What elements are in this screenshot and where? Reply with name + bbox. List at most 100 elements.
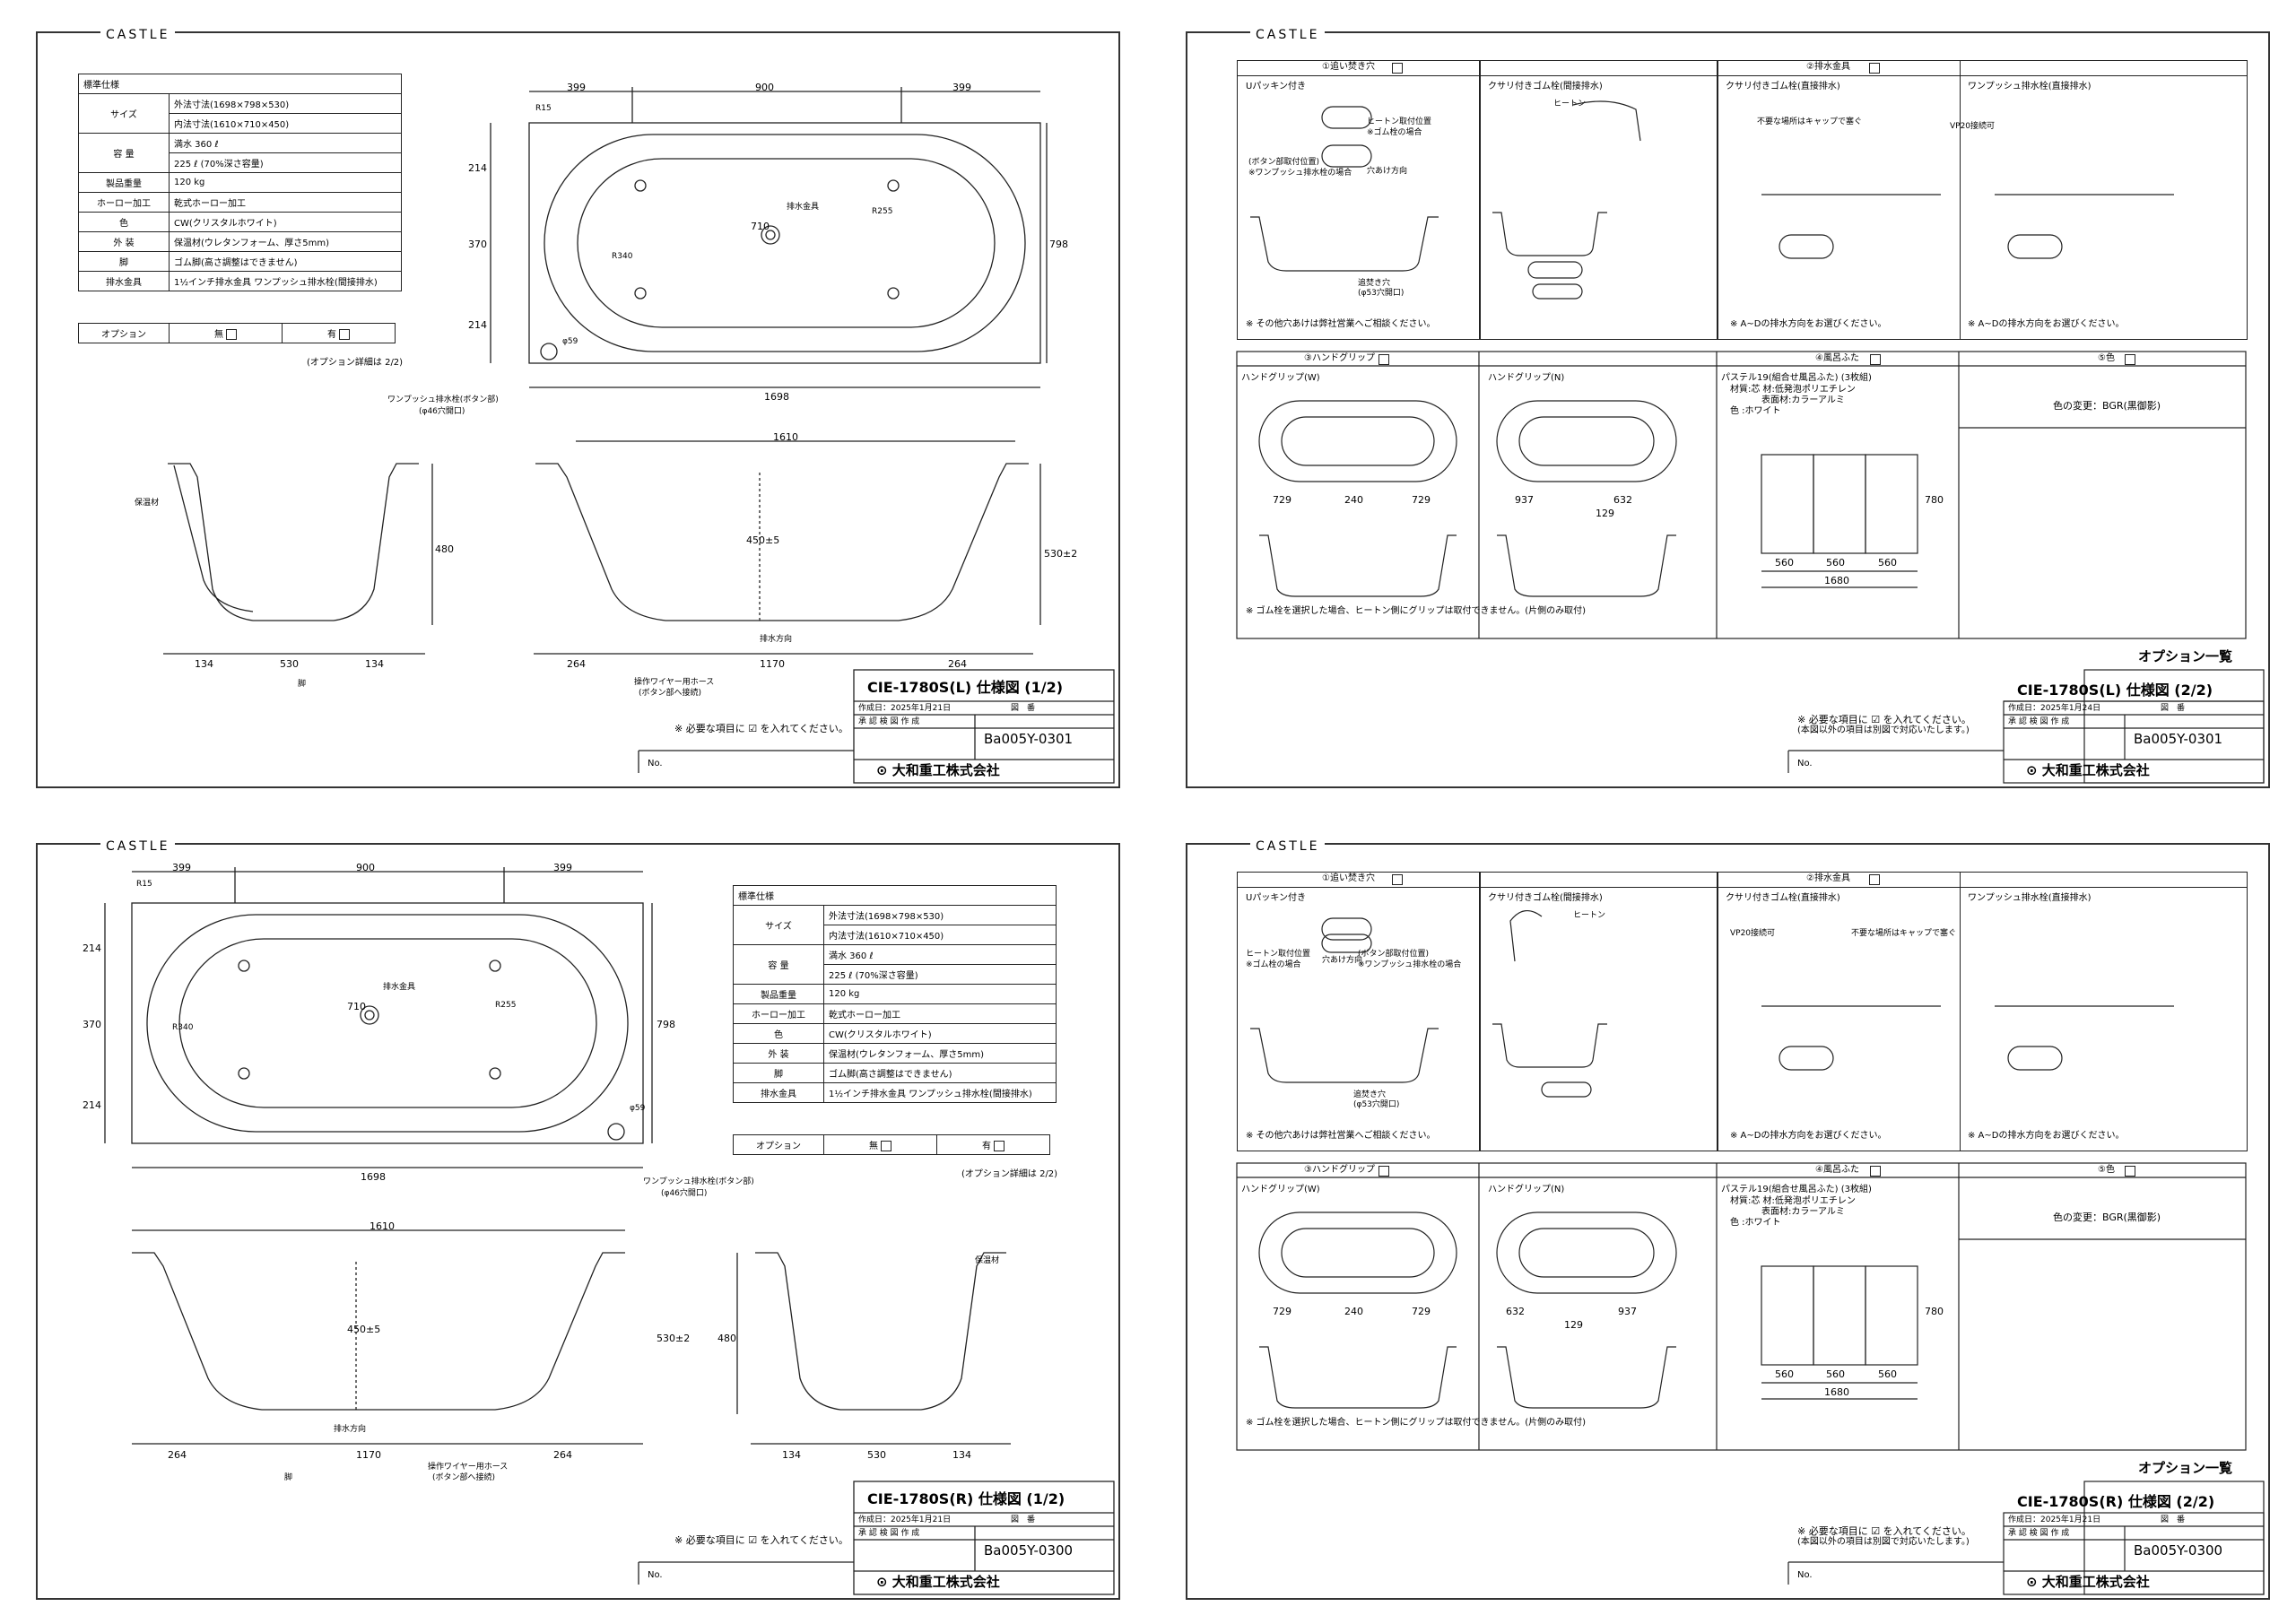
checkbox-icon[interactable] [1870,354,1881,365]
grip-240: 240 [1344,1306,1363,1317]
wire-hose-note: (ボタン部へ接続) [639,689,702,698]
phi59-label: φ59 [562,337,578,346]
checkbox-icon[interactable] [1378,354,1389,365]
checkbox-icon[interactable] [1869,63,1880,74]
drawing-code: Ba005Y-0300 [2134,1542,2223,1559]
ad-note-b: ※ A~Dの排水方向をお選びください。 [1968,1131,2125,1141]
r340-label: R340 [172,1023,194,1032]
button-pos: (ボタン部取付位置) [1358,950,1430,959]
checkbox-icon[interactable] [2125,354,2135,365]
dim-370: 370 [83,1019,101,1030]
color-change: 色の変更：BGR(黒御影) [2053,1211,2161,1223]
check-note2: (本図以外の項目は別図で対応いたします。) [1797,1537,1970,1547]
option-note: (オプション詳細は 2/2) [961,1169,1058,1179]
dim-1610: 1610 [773,431,798,443]
spec-label: 容 量 [78,133,170,173]
spec-table: 標準仕様 サイズ外法寸法(1698×798×530) 内法寸法(1610×710… [78,74,402,291]
wire-hose-note: (ボタン部へ接続) [432,1473,496,1482]
dim-480: 480 [718,1333,736,1344]
grip-note: ※ ゴム栓を選択した場合、ヒートン側にグリップは取付できません。(片側のみ取付) [1246,606,1587,616]
chain-stopper-direct: クサリ付きゴム栓(直接排水) [1726,893,1840,903]
roles-label: 承 認 検 図 作 成 [2008,717,2070,726]
sheet-date: 作成日：2025年1月21日 [858,1515,952,1524]
option-list: オプション一覧 [2138,1460,2233,1476]
one-push-label: ワンプッシュ排水栓(ボタン部) [643,1177,754,1186]
lid-1680: 1680 [1824,1386,1849,1398]
checkbox-icon[interactable] [1392,63,1403,74]
no-label: No. [1797,1570,1813,1580]
lid-surf: 表面材:カラーアルミ [1761,395,1845,405]
spec-value: 1½インチ排水金具 ワンプッシュ排水栓(間接排水) [823,1082,1057,1103]
grip-note: ※ ゴム栓を選択した場合、ヒートン側にグリップは取付できません。(片側のみ取付) [1246,1418,1587,1428]
drawing-l-1 [163,87,1115,784]
option-yes[interactable]: 有 [936,1134,1050,1155]
grip-n-tub [1496,400,1677,482]
dim-264b: 264 [948,658,967,670]
checkbox-icon[interactable] [994,1141,1004,1151]
lid-560c: 560 [1878,557,1897,569]
lid-780: 780 [1925,1306,1944,1317]
check-note: ※ 必要な項目に ☑ を入れてください。 [674,1534,848,1546]
no-label: No. [648,759,663,769]
checkbox-icon[interactable] [1869,874,1880,885]
checkbox-icon[interactable] [1392,874,1403,885]
zuban-label: 図 番 [2161,704,2186,713]
dim-399b: 399 [952,82,971,93]
dim-264: 264 [567,658,586,670]
drain-dir: 排水方向 [334,1425,367,1434]
dim-399: 399 [567,82,586,93]
option-note: (オプション詳細は 2/2) [307,358,404,368]
grip-729: 729 [1273,494,1292,506]
dim-798: 798 [657,1019,675,1030]
lid-color: 色 :ホワイト [1730,1218,1781,1228]
spec-table: 標準仕様 サイズ外法寸法(1698×798×530) 内法寸法(1610×710… [733,885,1057,1103]
dim-450: 450±5 [746,534,780,546]
drawing-sheet-r-1: CASTLE 標準仕様 サイズ外法寸法(1698×798×530) 内法寸法(1… [36,839,1120,1600]
dim-214b: 214 [468,319,487,331]
option-table: オプション 無 有 [733,1134,1050,1155]
checkbox-icon[interactable] [881,1141,891,1151]
top-view-outline [528,122,1041,364]
dim-530: 530±2 [657,1333,691,1344]
sheet-date: 作成日：2025年1月21日 [2008,1515,2101,1524]
dim-134b: 134 [365,658,384,670]
section-title-3: ③ハンドグリップ [1304,1165,1375,1175]
option-yes[interactable]: 有 [282,323,396,343]
no-label: No. [1797,759,1813,769]
checkbox-icon[interactable] [2125,1166,2135,1177]
dim-399: 399 [172,862,191,873]
castle-logo: CASTLE [100,839,176,854]
hole-pos: 穴あけ方向 [1322,956,1363,965]
spec-label: サイズ [78,93,170,134]
ad-note-b: ※ A~Dの排水方向をお選びください。 [1968,319,2125,329]
dim-530: 530±2 [1044,548,1078,560]
options-drawing-r [1236,910,2265,1595]
lid-panel-3 [1865,454,1918,554]
dim-134: 134 [782,1449,801,1461]
check-note2: (本図以外の項目は別図で対応いたします。) [1797,725,1970,735]
dim-530b: 530 [867,1449,886,1461]
drawing-sheet-r-2: CASTLE ①追い焚き穴 ②排水金具 Uパッキン付き クサリ付きゴム栓(間接排… [1186,839,2270,1600]
option-none[interactable]: 無 [823,1134,937,1155]
packing-label: Uパッキン付き [1246,893,1307,903]
checkbox-icon[interactable] [226,329,237,340]
drain-circle [761,225,780,245]
company-name: ⊙ 大和重工株式会社 [2026,1574,2150,1590]
one-push-hole: (φ46穴開口) [661,1189,708,1198]
phi59-label: φ59 [630,1104,646,1113]
hole-note2: (φ53穴開口) [1358,289,1405,298]
checkbox-icon[interactable] [1378,1166,1389,1177]
check-note: ※ 必要な項目に ☑ を入れてください。 [674,723,848,734]
dim-900: 900 [356,862,375,873]
dim-530b: 530 [280,658,299,670]
dim-1170: 1170 [356,1449,381,1461]
sheet-title: CIE-1780S(R) 仕様図 (2/2) [2017,1493,2215,1510]
grip-729b: 729 [1412,1306,1431,1317]
spec-value: 1½インチ排水金具 ワンプッシュ排水栓(間接排水) [169,271,402,291]
tub-inner [577,158,996,328]
chain-stopper-direct: クサリ付きゴム栓(直接排水) [1726,82,1840,91]
checkbox-icon[interactable] [1870,1166,1881,1177]
checkbox-icon[interactable] [339,329,350,340]
heat-pos: ヒートン取付位置 [1367,117,1432,126]
heaton-label: ヒートン [1573,911,1606,920]
